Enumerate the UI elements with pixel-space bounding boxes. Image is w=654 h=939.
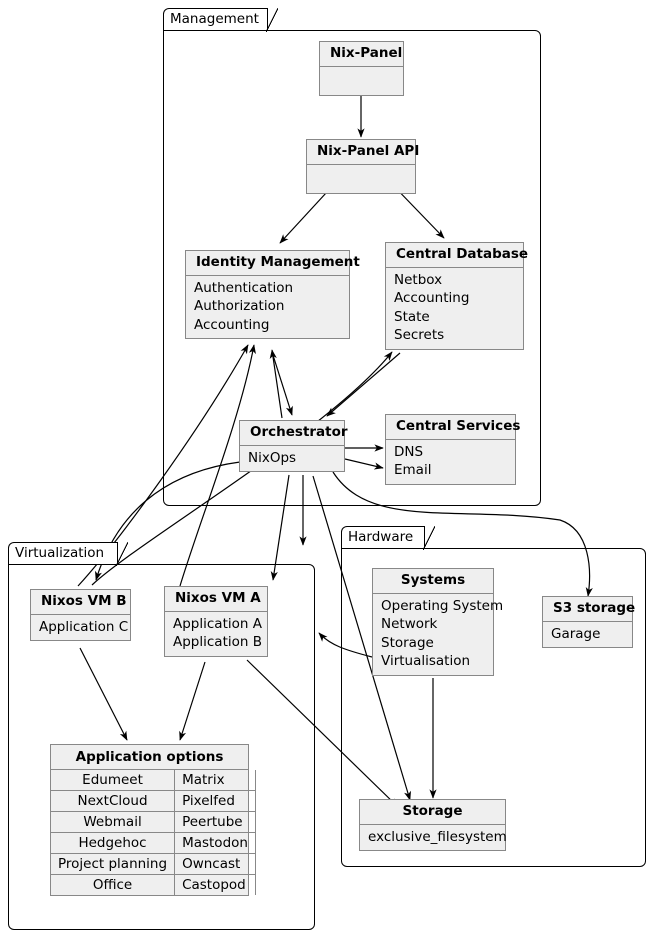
application-option-cell[interactable]: Hedgehoc xyxy=(51,832,176,854)
node-orchestrator[interactable]: Orchestrator NixOps xyxy=(239,420,348,473)
s3-item-garage: Garage xyxy=(551,625,601,642)
application-option-cell[interactable]: Castopod xyxy=(174,874,256,895)
node-central-services-title: Central Services xyxy=(386,415,520,440)
centralsvc-item-dns: DNS xyxy=(394,443,424,460)
package-management-label: Management xyxy=(170,11,259,28)
node-nix-panel-body xyxy=(320,67,403,95)
node-s3-storage-title: S3 storage xyxy=(543,597,635,622)
node-s3-storage-body: Garage xyxy=(543,622,632,648)
orchestrator-item-nixops: NixOps xyxy=(248,449,297,466)
node-systems[interactable]: Systems Operating System Network Storage… xyxy=(372,568,504,677)
node-storage[interactable]: Storage exclusive_filesystem xyxy=(359,799,507,852)
centraldb-item-state: State xyxy=(394,308,430,325)
node-nixos-vm-a-title: Nixos VM A xyxy=(165,587,267,612)
application-options-title: Application options xyxy=(51,745,248,770)
application-option-cell[interactable]: NextCloud xyxy=(51,790,176,812)
node-identity-management[interactable]: Identity Management Authentication Autho… xyxy=(185,250,360,340)
node-storage-body: exclusive_filesystem xyxy=(360,825,507,851)
node-nixos-vm-b-title: Nixos VM B xyxy=(31,590,130,615)
identity-item-accounting: Accounting xyxy=(194,316,270,333)
application-option-cell[interactable]: Office xyxy=(51,874,176,895)
node-orchestrator-title: Orchestrator xyxy=(240,421,348,446)
node-nix-panel[interactable]: Nix-Panel xyxy=(319,41,404,96)
vma-item-application-b: Application B xyxy=(173,634,262,651)
node-nixos-vm-b[interactable]: Nixos VM B Application C xyxy=(30,589,131,642)
node-nix-panel-api-body xyxy=(307,165,415,193)
node-systems-title: Systems xyxy=(373,569,493,594)
application-option-cell[interactable]: Mastodon xyxy=(174,832,256,854)
application-option-cell[interactable]: Owncast xyxy=(174,853,256,875)
centraldb-item-netbox: Netbox xyxy=(394,271,443,288)
node-central-database[interactable]: Central Database Netbox Accounting State… xyxy=(385,242,528,351)
node-systems-body: Operating System Network Storage Virtual… xyxy=(373,594,504,676)
node-central-database-title: Central Database xyxy=(386,243,528,268)
node-nix-panel-api-title: Nix-Panel API xyxy=(307,140,419,165)
application-option-cell[interactable]: Peertube xyxy=(174,811,256,833)
node-s3-storage[interactable]: S3 storage Garage xyxy=(542,596,635,649)
package-virtualization-tab: Virtualization xyxy=(8,541,128,566)
node-central-database-body: Netbox Accounting State Secrets xyxy=(386,268,523,350)
node-central-services-body: DNS Email xyxy=(386,440,515,484)
node-nixos-vm-b-body: Application C xyxy=(31,615,130,641)
application-option-cell[interactable]: Webmail xyxy=(51,811,176,833)
package-management-tab: Management xyxy=(163,7,278,32)
systems-item-storage: Storage xyxy=(381,634,434,651)
storage-item-exclusive-filesystem: exclusive_filesystem xyxy=(368,828,507,845)
centralsvc-item-email: Email xyxy=(394,462,432,479)
centraldb-item-accounting: Accounting xyxy=(394,290,470,307)
node-nix-panel-api[interactable]: Nix-Panel API xyxy=(306,139,419,194)
node-orchestrator-body: NixOps xyxy=(240,446,344,472)
vma-item-application-a: Application A xyxy=(173,615,262,632)
systems-item-network: Network xyxy=(381,616,438,633)
node-nixos-vm-a-body: Application A Application B xyxy=(165,612,267,656)
centraldb-item-secrets: Secrets xyxy=(394,327,445,344)
node-central-services[interactable]: Central Services DNS Email xyxy=(385,414,520,485)
application-option-cell[interactable]: Pixelfed xyxy=(174,790,256,812)
package-management: Management xyxy=(163,7,541,506)
node-identity-management-body: Authentication Authorization Accounting xyxy=(186,276,349,339)
node-nixos-vm-a[interactable]: Nixos VM A Application A Application B xyxy=(164,586,268,657)
application-option-cell[interactable]: Edumeet xyxy=(51,770,176,791)
node-identity-management-title: Identity Management xyxy=(186,251,360,276)
node-nix-panel-title: Nix-Panel xyxy=(320,42,403,67)
systems-item-operating-system: Operating System xyxy=(381,597,504,614)
vmb-item-application-c: Application C xyxy=(39,618,129,635)
package-hardware-label: Hardware xyxy=(348,529,414,546)
node-storage-title: Storage xyxy=(360,800,505,825)
systems-item-virtualisation: Virtualisation xyxy=(381,653,471,670)
identity-item-authorization: Authorization xyxy=(194,298,285,315)
package-hardware-tab: Hardware xyxy=(341,525,435,550)
application-option-cell[interactable]: Project planning xyxy=(51,853,176,875)
application-option-cell[interactable]: Matrix xyxy=(174,770,256,791)
identity-item-authentication: Authentication xyxy=(194,279,294,296)
package-virtualization-label: Virtualization xyxy=(15,545,105,562)
